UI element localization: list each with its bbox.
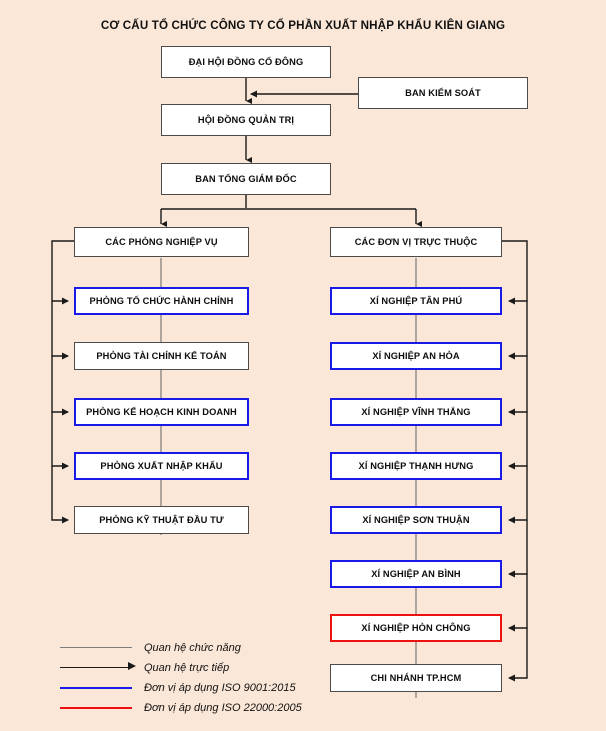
legend-item-functional: Quan hệ chức năng (60, 638, 360, 658)
legend-item-iso9001: Đơn vị áp dụng ISO 9001:2015 (60, 678, 360, 698)
legend-line-functional-icon (60, 647, 132, 648)
legend: Quan hệ chức năng Quan hệ trực tiếp Đơn … (60, 638, 360, 718)
node-department-5[interactable]: PHÒNG KỸ THUẬT ĐẦU TƯ (74, 506, 249, 534)
node-supervisory-board[interactable]: BAN KIỂM SOÁT (358, 77, 528, 109)
node-unit-2[interactable]: XÍ NGHIỆP AN HÒA (330, 342, 502, 370)
legend-item-iso22000: Đơn vị áp dụng ISO 22000:2005 (60, 698, 360, 718)
legend-item-direct: Quan hệ trực tiếp (60, 658, 360, 678)
legend-line-iso9001-icon (60, 687, 132, 689)
node-unit-5[interactable]: XÍ NGHIỆP SƠN THUẬN (330, 506, 502, 534)
node-unit-3[interactable]: XÍ NGHIỆP VĨNH THẮNG (330, 398, 502, 426)
node-unit-6[interactable]: XÍ NGHIỆP AN BÌNH (330, 560, 502, 588)
node-departments-header[interactable]: CÁC PHÒNG NGHIỆP VỤ (74, 227, 249, 257)
legend-line-iso22000-icon (60, 707, 132, 709)
node-department-1[interactable]: PHÒNG TỔ CHỨC HÀNH CHÍNH (74, 287, 249, 315)
node-executive-board[interactable]: BAN TỔNG GIÁM ĐỐC (161, 163, 331, 195)
legend-label-iso9001: Đơn vị áp dụng ISO 9001:2015 (144, 682, 296, 694)
legend-label-direct: Quan hệ trực tiếp (144, 662, 230, 674)
node-unit-7[interactable]: XÍ NGHIỆP HÒN CHÔNG (330, 614, 502, 642)
node-department-4[interactable]: PHÒNG XUẤT NHẬP KHẨU (74, 452, 249, 480)
legend-arrowhead-icon (128, 662, 136, 670)
node-department-2[interactable]: PHÒNG TÀI CHÍNH KẾ TOÁN (74, 342, 249, 370)
legend-label-functional: Quan hệ chức năng (144, 642, 241, 654)
node-board-of-directors[interactable]: HỘI ĐỒNG QUẢN TRỊ (161, 104, 331, 136)
node-unit-1[interactable]: XÍ NGHIỆP TÂN PHÚ (330, 287, 502, 315)
legend-label-iso22000: Đơn vị áp dụng ISO 22000:2005 (144, 702, 302, 714)
node-units-header[interactable]: CÁC ĐƠN VỊ TRỰC THUỘC (330, 227, 502, 257)
node-unit-4[interactable]: XÍ NGHIỆP THẠNH HƯNG (330, 452, 502, 480)
node-shareholders-meeting[interactable]: ĐẠI HỘI ĐỒNG CỔ ĐÔNG (161, 46, 331, 78)
legend-line-direct-icon (60, 667, 132, 668)
node-department-3[interactable]: PHÒNG KẾ HOẠCH KINH DOANH (74, 398, 249, 426)
page-title: CƠ CẤU TỔ CHỨC CÔNG TY CỔ PHẦN XUẤT NHẬP… (100, 19, 506, 32)
node-unit-8[interactable]: CHI NHÁNH TP.HCM (330, 664, 502, 692)
